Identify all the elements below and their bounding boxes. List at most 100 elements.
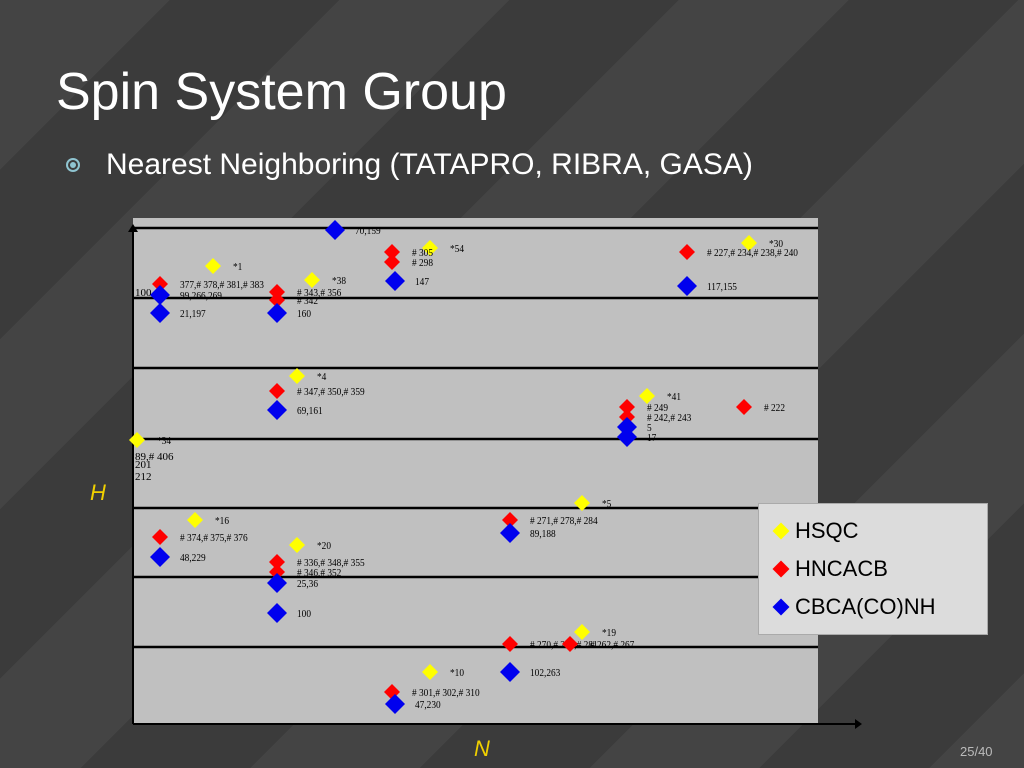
data-label: # 347,# 350,# 359	[297, 386, 365, 398]
legend-label-hncacb: HNCACB	[795, 556, 888, 581]
bullet-point: Nearest Neighboring (TATAPRO, RIBRA, GAS…	[66, 150, 753, 180]
edge-label: 212	[135, 471, 152, 483]
bullet-text: Nearest Neighboring (TATAPRO, RIBRA, GAS…	[106, 148, 753, 181]
data-point	[677, 276, 697, 296]
data-point	[679, 244, 695, 260]
slide-title: Spin System Group	[56, 63, 507, 121]
data-label: *19	[602, 627, 616, 639]
data-label: 147	[415, 276, 429, 288]
data-label: *41	[667, 391, 681, 403]
data-point	[269, 383, 285, 399]
data-point	[304, 272, 320, 288]
data-label: # 342	[297, 295, 318, 307]
data-point	[269, 564, 285, 580]
data-point	[385, 694, 405, 714]
data-label: 117,155	[707, 281, 737, 293]
data-point	[422, 240, 438, 256]
plot-area	[133, 218, 818, 724]
data-label: 5	[647, 422, 652, 434]
data-label: # 262,# 267	[590, 639, 634, 651]
data-point	[152, 529, 168, 545]
data-label: *38	[332, 275, 346, 287]
data-label: 160	[297, 308, 311, 320]
data-label: *20	[317, 540, 331, 552]
edge-label: 100	[135, 287, 152, 299]
data-point	[150, 303, 170, 323]
data-label: *34	[157, 435, 171, 447]
data-point	[267, 400, 287, 420]
data-point	[500, 662, 520, 682]
data-point	[574, 624, 590, 640]
data-point	[325, 220, 345, 240]
data-point	[267, 573, 287, 593]
x-axis-label: N	[474, 736, 490, 761]
data-point	[384, 254, 400, 270]
y-axis-arrow	[128, 224, 138, 232]
data-point	[150, 285, 170, 305]
data-label: # 271,# 278,# 284	[530, 515, 598, 527]
data-label: 100	[297, 608, 311, 620]
data-label: 70,159	[355, 225, 381, 237]
data-label: 69,161	[297, 405, 323, 417]
data-label: *54	[450, 243, 464, 255]
data-label: # 336,# 348,# 355	[297, 557, 365, 569]
edge-label: 201	[135, 459, 152, 471]
data-point	[574, 495, 590, 511]
data-label: 47,230	[415, 699, 441, 711]
data-label: 17	[647, 432, 656, 444]
data-point	[205, 258, 221, 274]
data-point	[617, 427, 637, 447]
data-label: 25,36	[297, 578, 318, 590]
chart-legend: HSQC HNCACB CBCA(CO)NH	[758, 503, 988, 635]
data-label: # 343,# 356	[297, 287, 341, 299]
data-label: # 242,# 243	[647, 412, 691, 424]
data-label: 21,197	[180, 308, 206, 320]
data-point	[639, 388, 655, 404]
y-axis-label: H	[90, 480, 106, 505]
data-point	[502, 512, 518, 528]
data-point	[619, 399, 635, 415]
data-point	[267, 303, 287, 323]
legend-item-hncacb: HNCACB	[759, 550, 987, 588]
data-point	[384, 244, 400, 260]
blue-diamond-icon	[772, 598, 790, 616]
data-point	[422, 664, 438, 680]
data-label: # 301,# 302,# 310	[412, 687, 480, 699]
legend-item-cbca: CBCA(CO)NH	[759, 588, 987, 626]
data-point	[289, 537, 305, 553]
data-point	[741, 235, 757, 251]
edge-label: 89,# 406	[135, 451, 174, 463]
data-label: # 305	[412, 247, 433, 259]
data-label: 89,188	[530, 528, 556, 540]
legend-label-cbca: CBCA(CO)NH	[795, 594, 936, 619]
data-label: # 298	[412, 257, 433, 269]
data-point	[500, 523, 520, 543]
legend-item-hsqc: HSQC	[759, 512, 987, 550]
data-point	[129, 432, 145, 448]
data-point	[269, 554, 285, 570]
red-diamond-icon	[772, 560, 790, 578]
data-point	[289, 368, 305, 384]
data-label: # 222	[764, 402, 785, 414]
x-axis-arrow	[855, 719, 862, 729]
data-label: *4	[317, 371, 326, 383]
data-point	[562, 636, 578, 652]
data-label: # 249	[647, 402, 668, 414]
data-label: 377,# 378,# 381,# 383	[180, 279, 264, 291]
data-point	[502, 636, 518, 652]
yellow-diamond-icon	[772, 522, 790, 540]
data-point	[150, 547, 170, 567]
data-label: 99,266,269	[180, 290, 222, 302]
data-point	[187, 512, 203, 528]
data-label: 48,229	[180, 552, 206, 564]
data-label: 102,263	[530, 667, 560, 679]
data-point	[152, 276, 168, 292]
data-label: # 374,# 375,# 376	[180, 532, 248, 544]
circle-bullet-icon	[66, 158, 80, 172]
legend-label-hsqc: HSQC	[795, 518, 859, 543]
data-point	[267, 603, 287, 623]
data-label: *1	[233, 261, 242, 273]
data-point	[736, 399, 752, 415]
data-label: *10	[450, 667, 464, 679]
